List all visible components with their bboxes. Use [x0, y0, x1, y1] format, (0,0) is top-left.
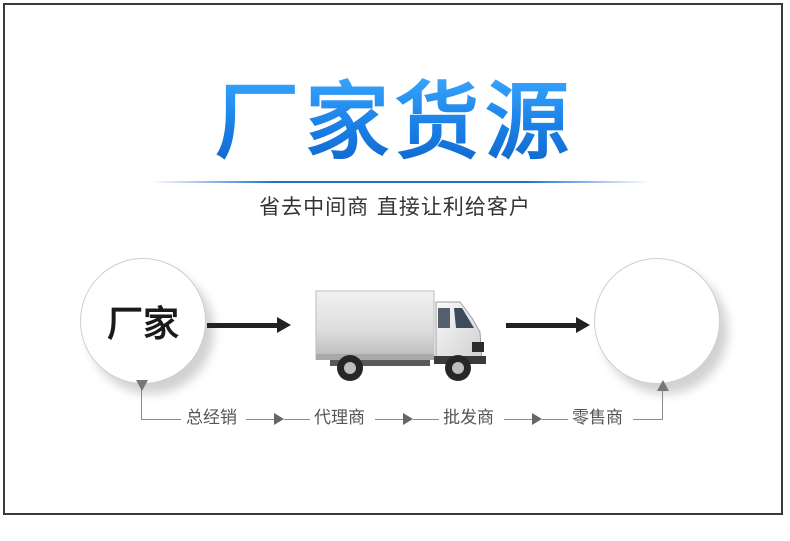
arrow-factory-to-truck-icon — [207, 317, 291, 333]
subtitle: 省去中间商 直接让利给客户 — [259, 195, 531, 219]
flow-line-segment-2 — [246, 419, 274, 420]
customer-circle — [594, 258, 720, 384]
flow-line-left-vertical — [141, 388, 142, 420]
main-title: 厂家货源 — [0, 72, 790, 172]
flow-step-distributor: 总经销 — [186, 408, 237, 428]
flow-step-retailer: 零售商 — [572, 408, 623, 428]
flow-line-segment-5 — [413, 419, 439, 420]
flow-start-arrow-icon — [136, 380, 148, 391]
arrow-truck-to-customer-icon — [506, 317, 590, 333]
factory-circle: 厂家 — [80, 258, 206, 384]
flow-arrow-icon — [532, 413, 542, 425]
flow-line-segment-8 — [633, 419, 663, 420]
flow-line-segment-4 — [375, 419, 403, 420]
delivery-truck-icon — [315, 290, 486, 381]
flow-line-right-vertical — [662, 390, 663, 420]
factory-label: 厂家 — [106, 304, 179, 345]
flow-line-segment-7 — [542, 419, 568, 420]
customer-label — [595, 259, 719, 383]
flow-line-segment-1 — [141, 419, 181, 420]
flow-step-wholesaler: 批发商 — [443, 408, 494, 428]
flow-arrow-icon — [403, 413, 413, 425]
flow-end-arrow-icon — [657, 380, 669, 391]
flow-line-segment-6 — [504, 419, 532, 420]
title-divider — [150, 181, 650, 183]
flow-arrow-icon — [274, 413, 284, 425]
flow-line-segment-3 — [284, 419, 310, 420]
flow-step-agent: 代理商 — [314, 408, 365, 428]
